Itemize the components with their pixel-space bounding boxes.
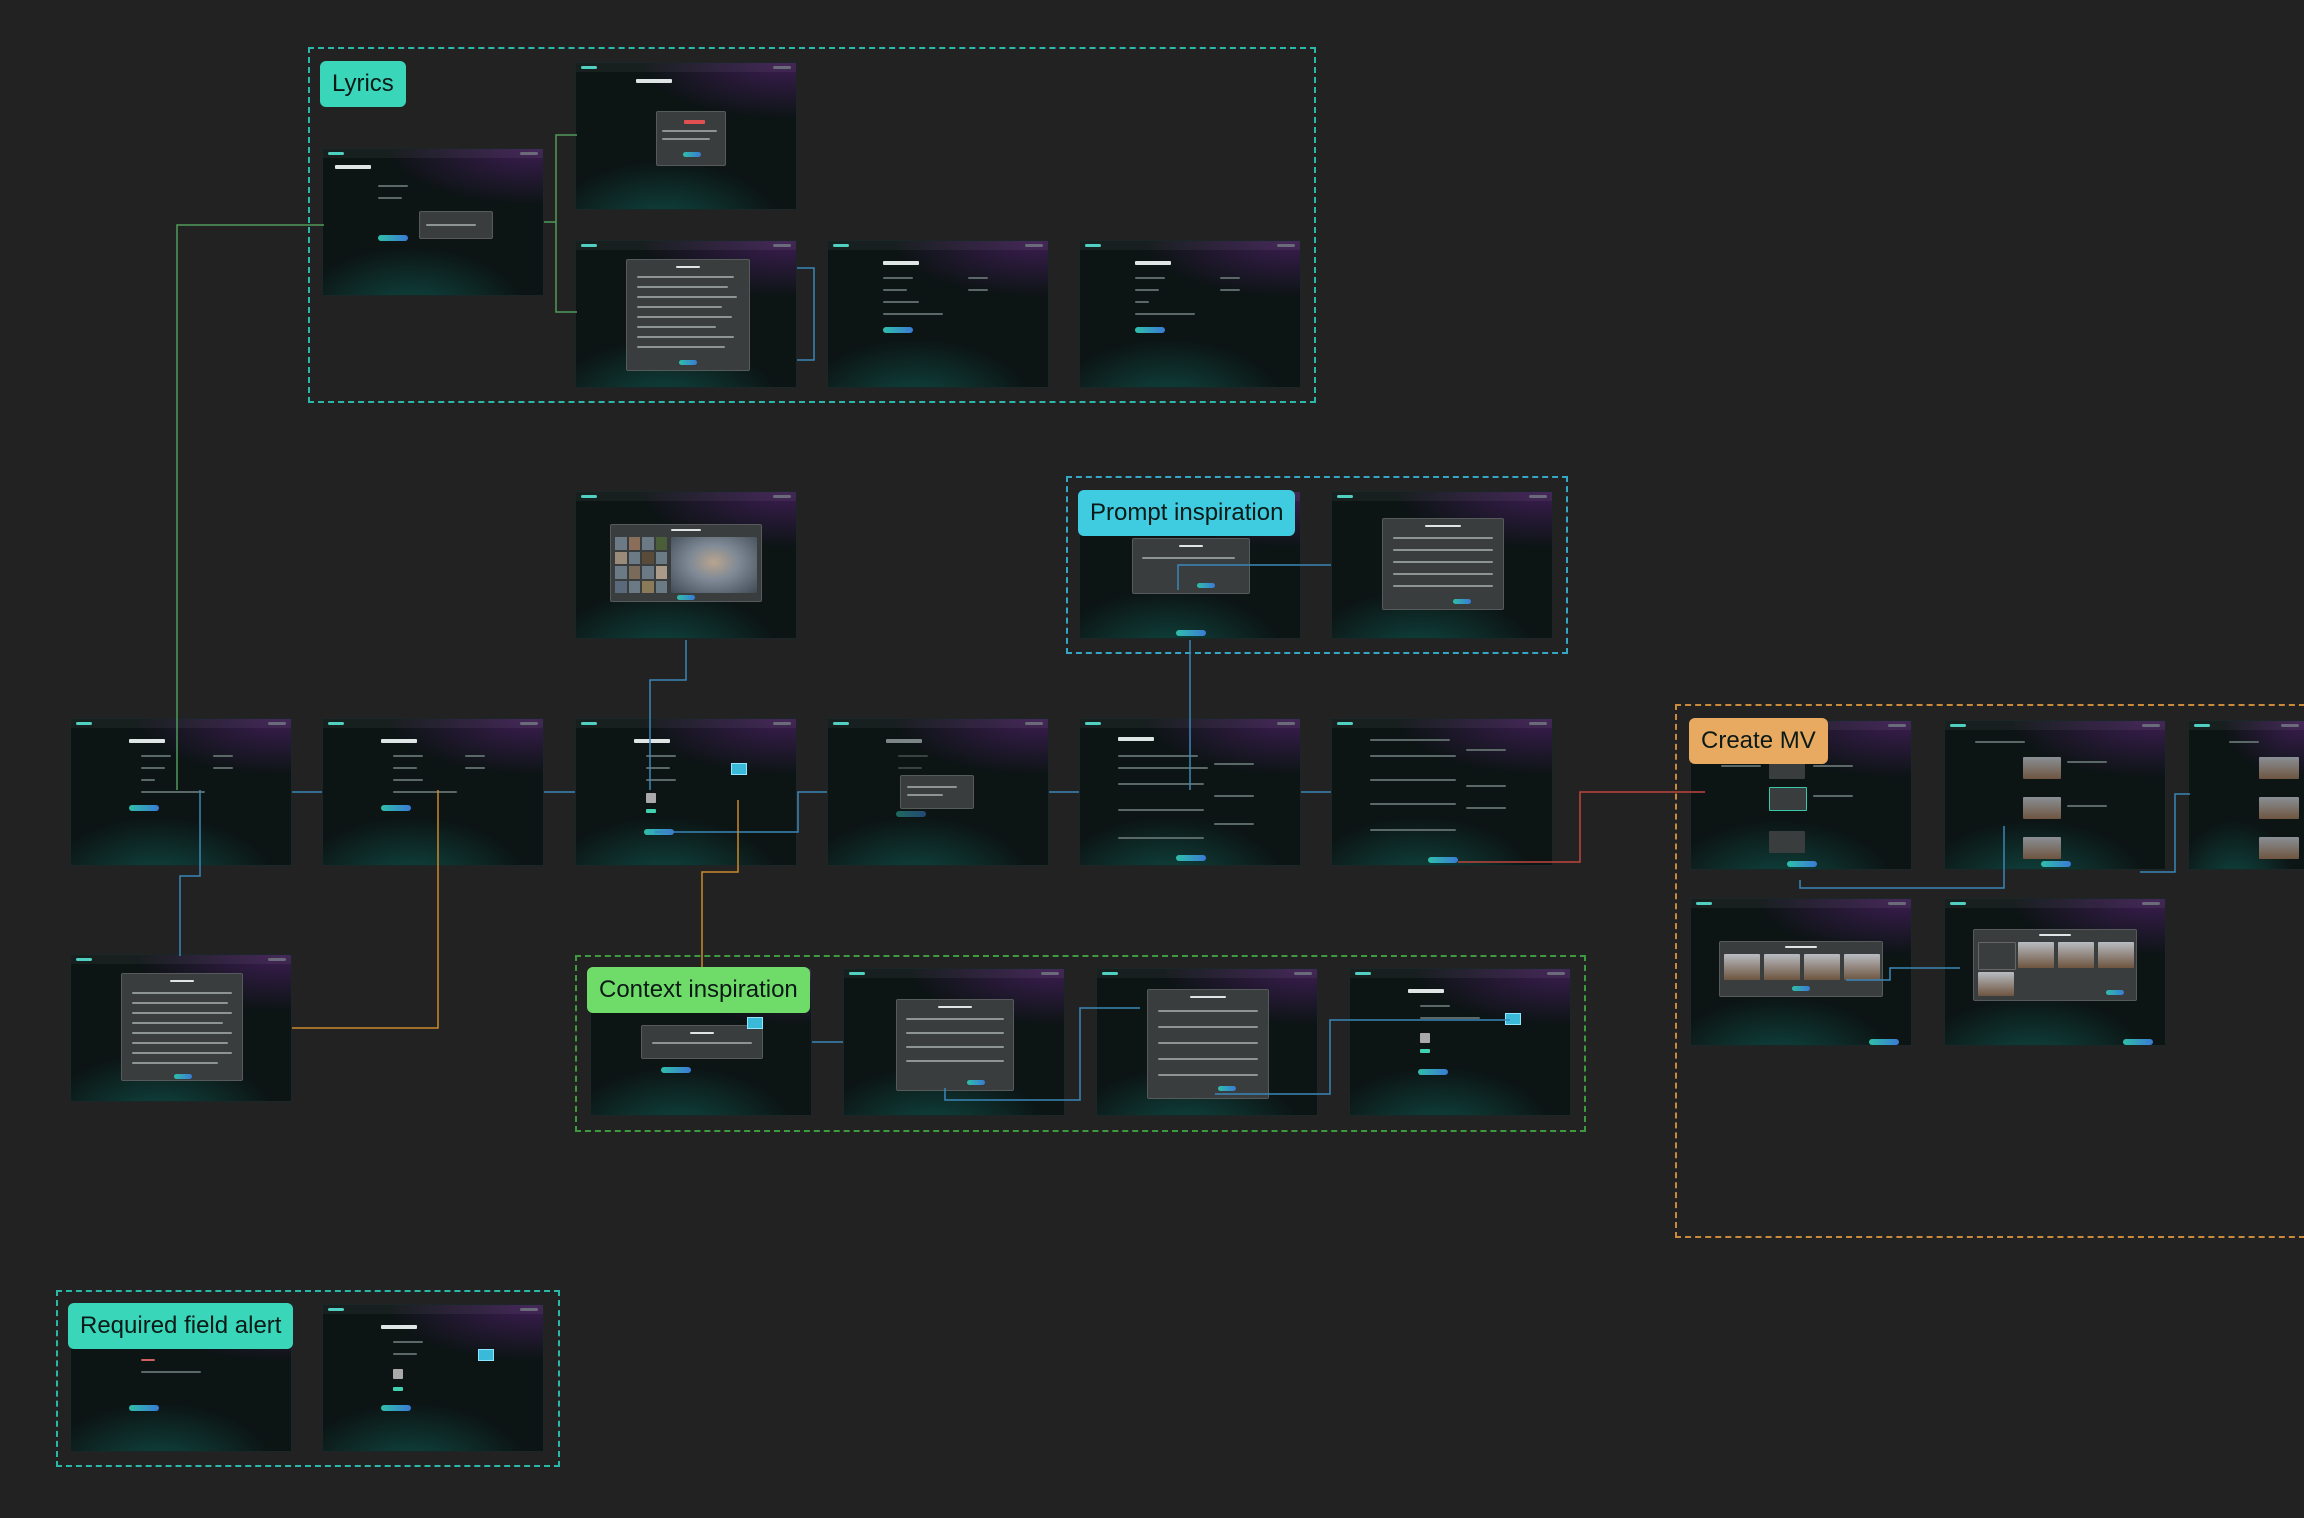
screen-lyrics-editor[interactable] — [575, 240, 797, 388]
screen-new-story-image-upload[interactable] — [575, 718, 797, 866]
screen-lyrics-loading[interactable] — [322, 148, 544, 296]
group-label-lyrics[interactable]: Lyrics — [320, 61, 406, 107]
connector-lyrics-entry — [176, 224, 324, 790]
screen-mv-scenes-generated[interactable] — [1944, 720, 2166, 870]
screen-context-inspiration-applied[interactable] — [1349, 968, 1571, 1116]
screen-lyrics-complete[interactable] — [1079, 240, 1301, 388]
screen-reference-style[interactable] — [575, 491, 797, 639]
screen-mv-scenes-partial[interactable] — [2188, 720, 2304, 870]
screen-storyboard-review[interactable] — [1331, 718, 1553, 866]
screen-mv-image-selection[interactable] — [1944, 898, 2166, 1046]
group-label-required-field-alert[interactable]: Required field alert — [68, 1303, 294, 1349]
screen-context-inspiration-results[interactable] — [843, 968, 1065, 1116]
screen-prompt-inspiration-results[interactable] — [1331, 491, 1553, 639]
screen-new-story-lyrics-mode[interactable] — [70, 718, 292, 866]
screen-lyrics-list[interactable] — [70, 954, 292, 1102]
screen-context-inspiration-selected[interactable] — [1096, 968, 1318, 1116]
screen-storyboard-editor[interactable] — [1079, 718, 1301, 866]
group-create-mv — [1675, 704, 2304, 1238]
group-context-inspiration — [575, 955, 1586, 1132]
group-label-context-inspiration[interactable]: Context inspiration — [587, 967, 810, 1013]
screen-required-field-alert-image[interactable] — [322, 1304, 544, 1452]
group-prompt-inspiration — [1066, 476, 1568, 654]
group-label-create-mv[interactable]: Create MV — [1689, 718, 1828, 764]
screen-mv-image-inspiration[interactable] — [1690, 898, 1912, 1046]
screen-generating-progress[interactable] — [827, 718, 1049, 866]
group-required-field-alert — [56, 1290, 560, 1467]
screen-new-story-filled[interactable] — [322, 718, 544, 866]
screen-lyrics-filled[interactable] — [827, 240, 1049, 388]
screen-lyrics-error-dialog[interactable] — [575, 62, 797, 210]
group-label-prompt-inspiration[interactable]: Prompt inspiration — [1078, 490, 1296, 536]
